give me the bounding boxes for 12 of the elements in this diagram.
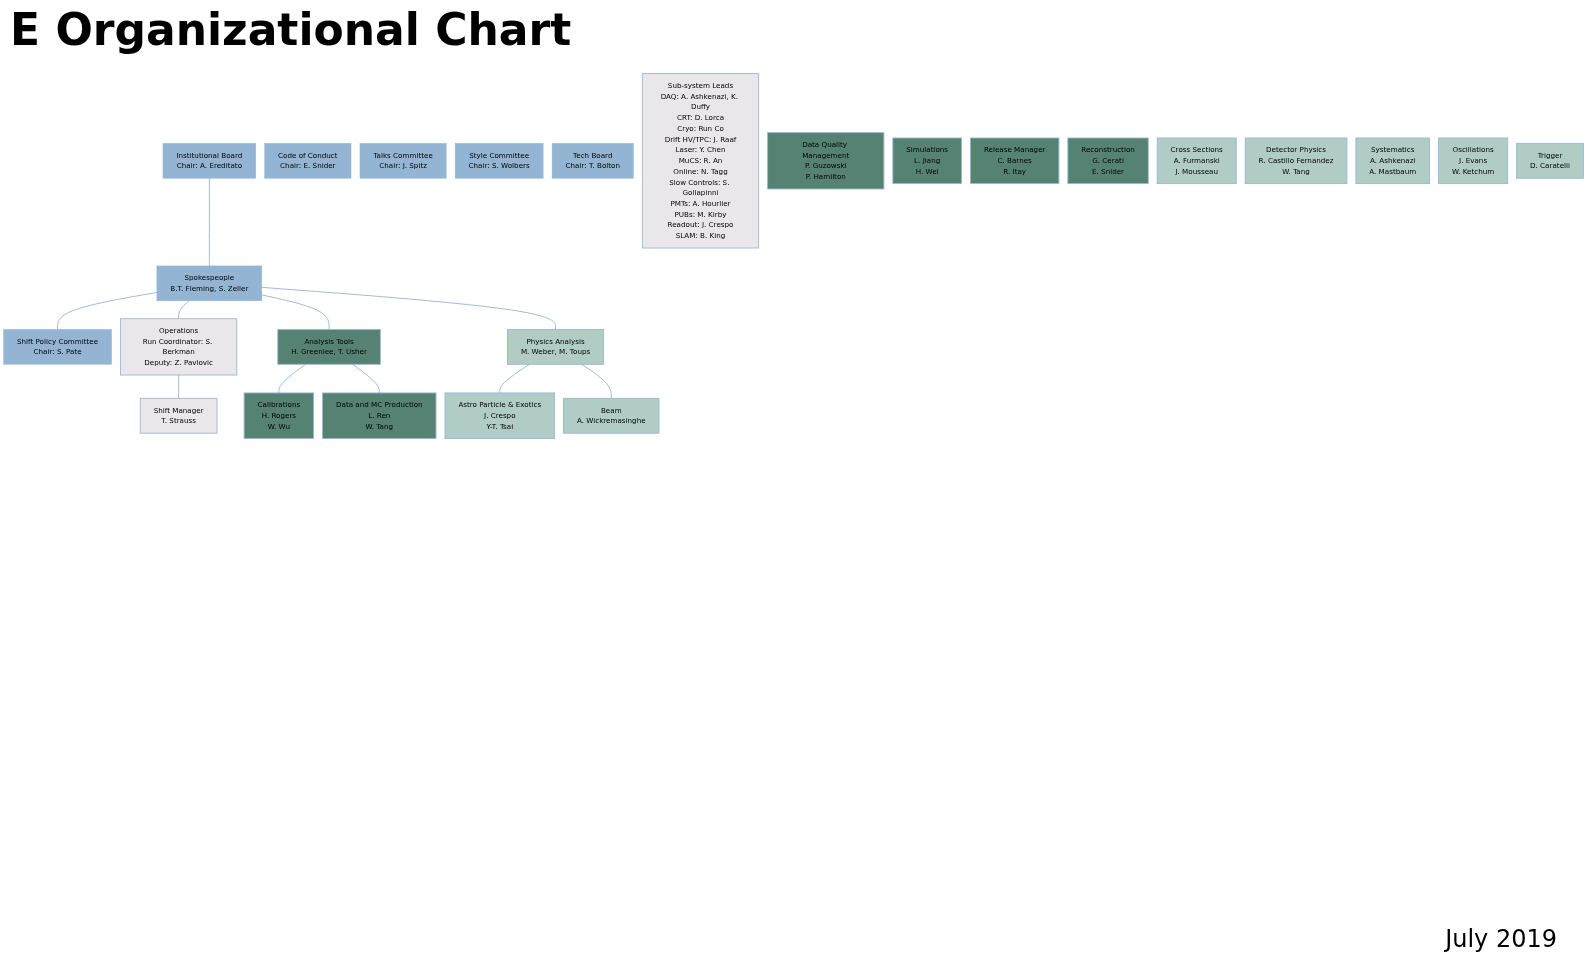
connector — [499, 363, 530, 394]
date-note: July 2019 — [1445, 925, 1557, 953]
connector — [261, 286, 556, 330]
chart-title: E Organizational Chart — [10, 4, 572, 55]
connector — [261, 294, 330, 330]
connector — [178, 300, 190, 320]
connector — [352, 363, 380, 394]
connector — [57, 292, 158, 330]
connector — [581, 363, 612, 399]
connector — [208, 177, 210, 267]
connector — [178, 374, 180, 399]
connector — [278, 363, 306, 394]
